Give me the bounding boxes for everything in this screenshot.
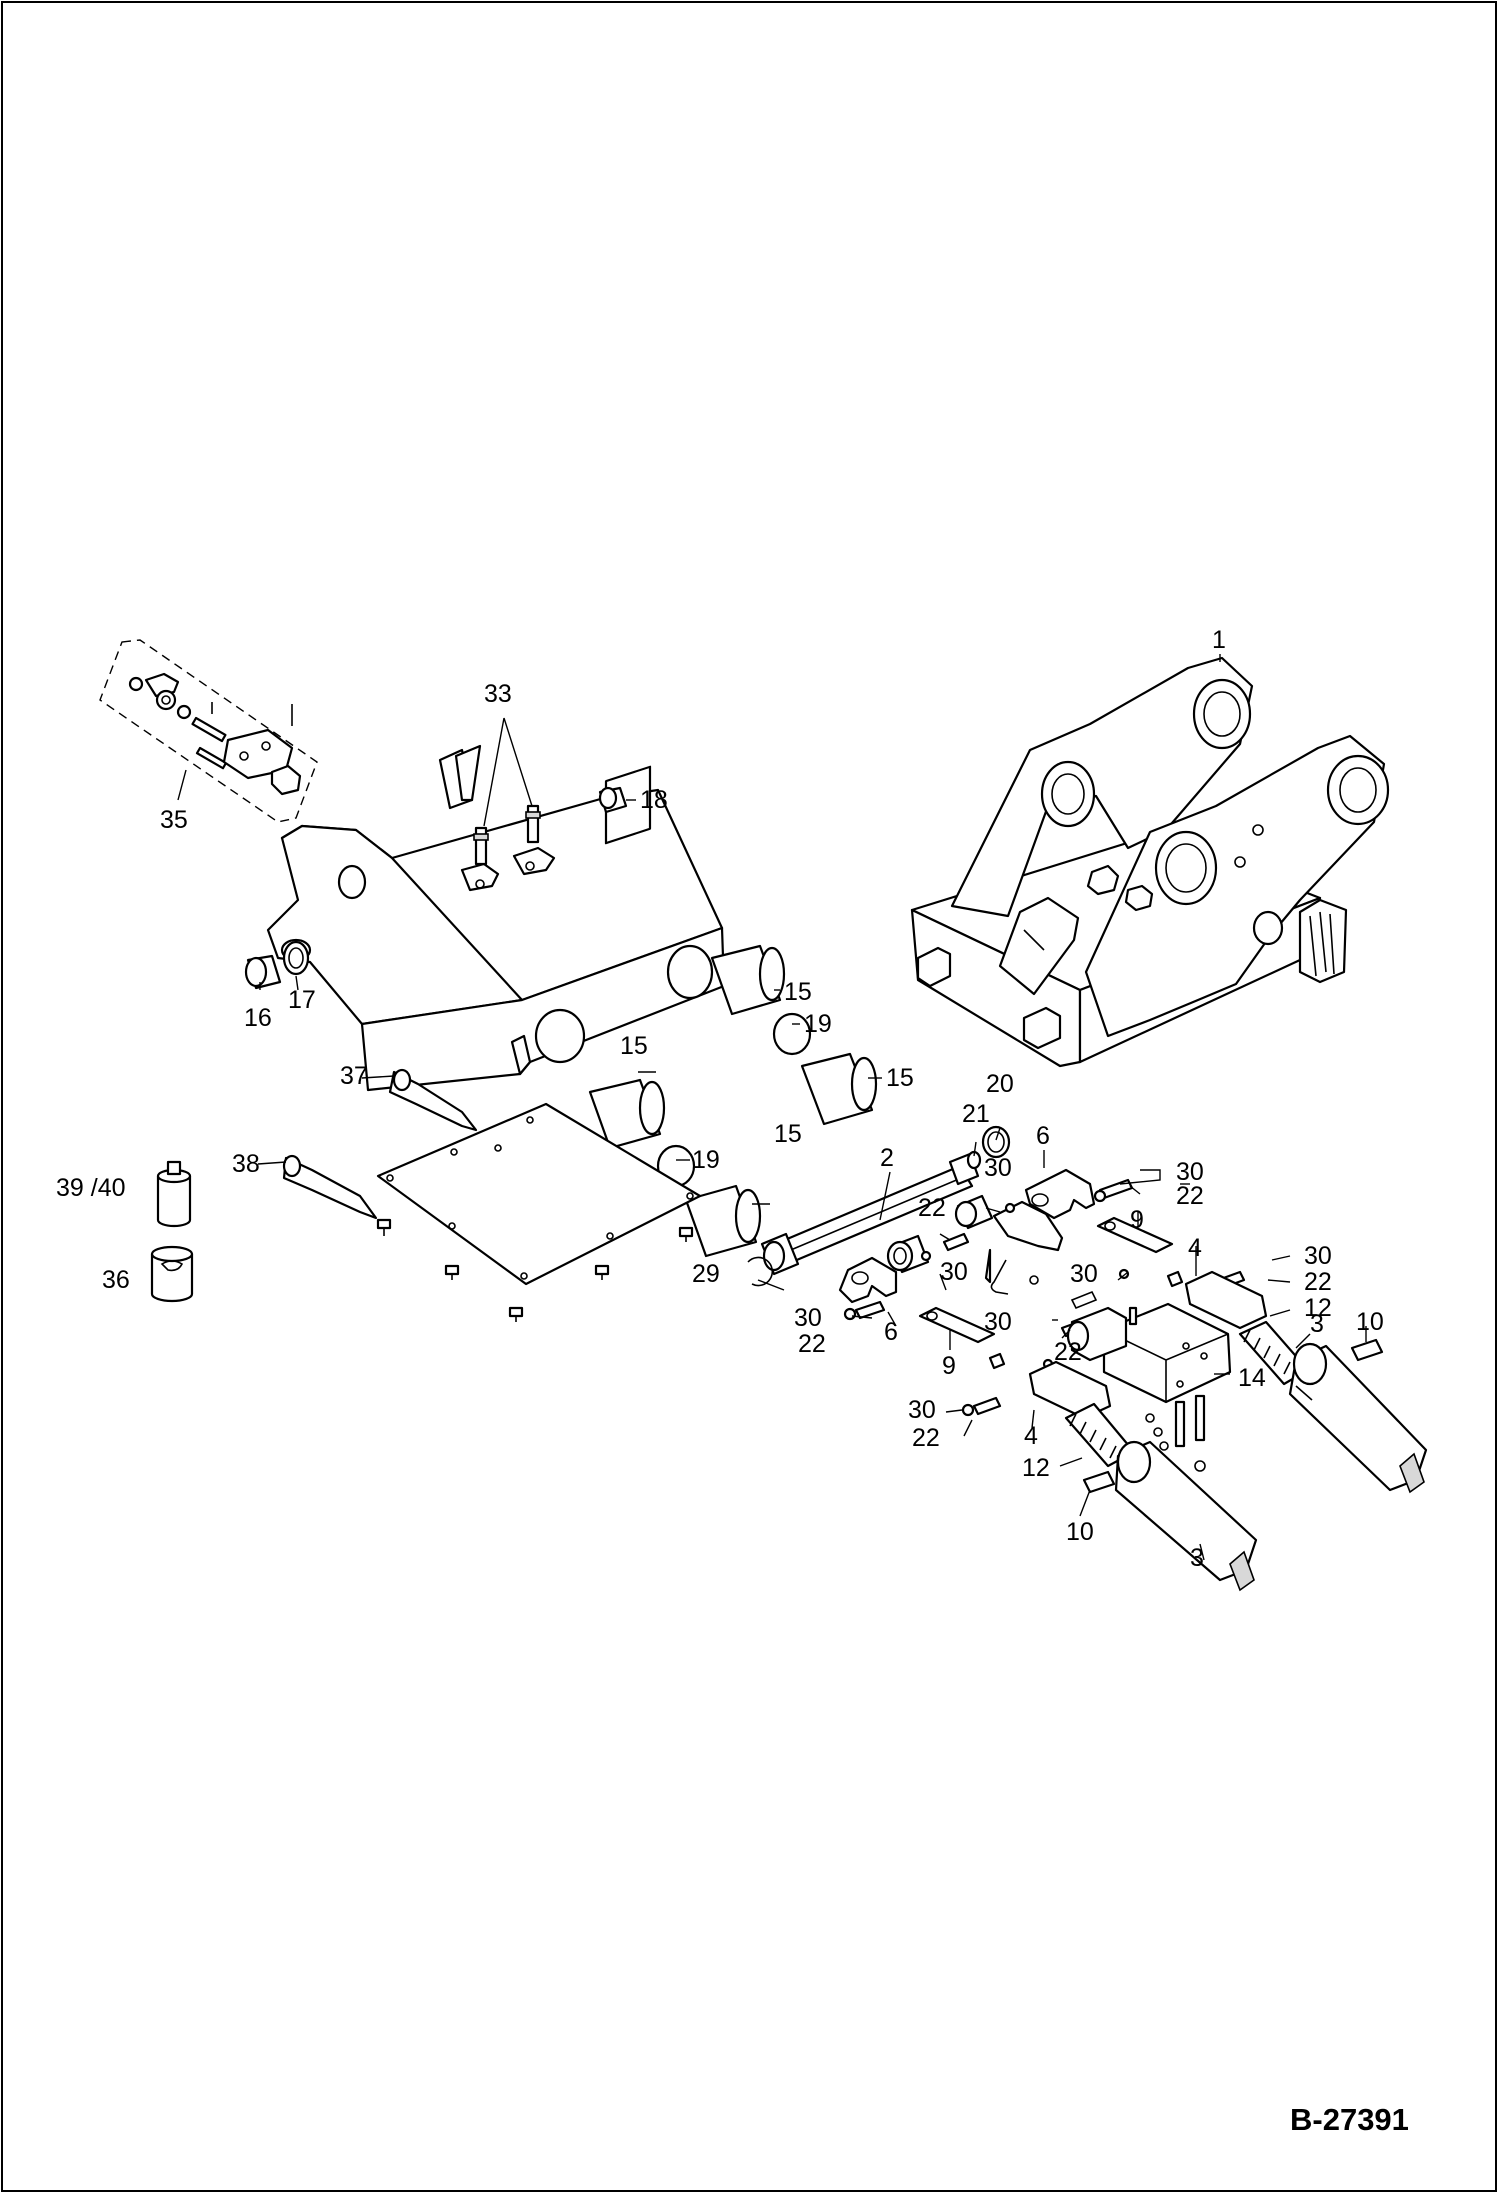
callout-39-40: 39 /40 [56, 1174, 126, 1202]
callout-18: 18 [640, 786, 668, 814]
drawing-number: B-27391 [1290, 2102, 1409, 2137]
callout-30-b: 30 [1176, 1158, 1204, 1186]
callout-3-b: 3 [1190, 1544, 1204, 1572]
callout-9-a: 9 [1130, 1206, 1144, 1234]
callout-1: 1 [1212, 626, 1226, 654]
part-14-cylinder [1066, 1290, 1232, 1472]
callout-10-b: 10 [1066, 1518, 1094, 1546]
leader-lines [257, 654, 1367, 1561]
callout-22-b: 22 [918, 1194, 946, 1222]
callout-4-b: 4 [1024, 1422, 1038, 1450]
callout-20: 20 [986, 1070, 1014, 1098]
callout-15-d: 15 [774, 1120, 802, 1148]
callout-22-f: 22 [912, 1424, 940, 1452]
callout-22-e: 22 [798, 1330, 826, 1358]
parts-37-38-cartridges [282, 1068, 478, 1220]
callout-30-h: 30 [908, 1396, 936, 1424]
callout-2: 2 [880, 1144, 894, 1172]
callout-15-c: 15 [620, 1032, 648, 1060]
callout-30-e: 30 [984, 1308, 1012, 1336]
callout-30-d: 30 [1070, 1260, 1098, 1288]
parts-36-39-40-inserts [150, 1160, 194, 1303]
callout-14: 14 [1238, 1364, 1266, 1392]
part-2-shaft [747, 1125, 1011, 1287]
parts-16-17-bushings [244, 940, 310, 990]
callout-29: 29 [692, 1260, 720, 1288]
callout-21: 21 [962, 1100, 990, 1128]
callout-22-d: 22 [1054, 1338, 1082, 1366]
callout-19-a: 19 [804, 1010, 832, 1038]
callout-19-b: 19 [692, 1146, 720, 1174]
callout-35: 35 [160, 806, 188, 834]
callout-12-b: 12 [1022, 1454, 1050, 1482]
callout-17: 17 [288, 986, 316, 1014]
callout-22-c: 22 [1304, 1268, 1332, 1296]
callout-6-a: 6 [1036, 1122, 1050, 1150]
part-35-kit [99, 639, 318, 823]
callout-37: 37 [340, 1062, 368, 1090]
callout-30-f: 30 [940, 1258, 968, 1286]
part-1-quick-coupler [910, 656, 1390, 1068]
callout-3-a: 3 [1310, 1310, 1324, 1338]
callout-6-b: 6 [884, 1318, 898, 1346]
cover-plate [376, 1102, 702, 1322]
callout-30-a: 30 [984, 1154, 1012, 1182]
parts-15-19-bushings-rings [588, 944, 878, 1258]
callout-36: 36 [102, 1266, 130, 1294]
part-18-bushing [598, 786, 628, 814]
callout-10-a: 10 [1356, 1308, 1384, 1336]
callout-33: 33 [484, 680, 512, 708]
callout-30-g: 30 [794, 1304, 822, 1332]
callout-labels: 1 33 18 35 16 17 15 19 15 15 19 15 37 38… [56, 626, 1384, 1572]
callout-22-a: 22 [1176, 1182, 1204, 1210]
callout-15-a: 15 [784, 978, 812, 1006]
linkage-assembly [838, 1168, 1268, 1420]
parts-3-10-12-pins-springs [1064, 1320, 1428, 1592]
callout-30-c: 30 [1304, 1242, 1332, 1270]
callout-9-b: 9 [942, 1352, 956, 1380]
callout-4-a: 4 [1188, 1234, 1202, 1262]
callout-38: 38 [232, 1150, 260, 1178]
callout-15-b: 15 [886, 1064, 914, 1092]
callout-16: 16 [244, 1004, 272, 1032]
callout-12-a: 12 [1304, 1294, 1332, 1322]
